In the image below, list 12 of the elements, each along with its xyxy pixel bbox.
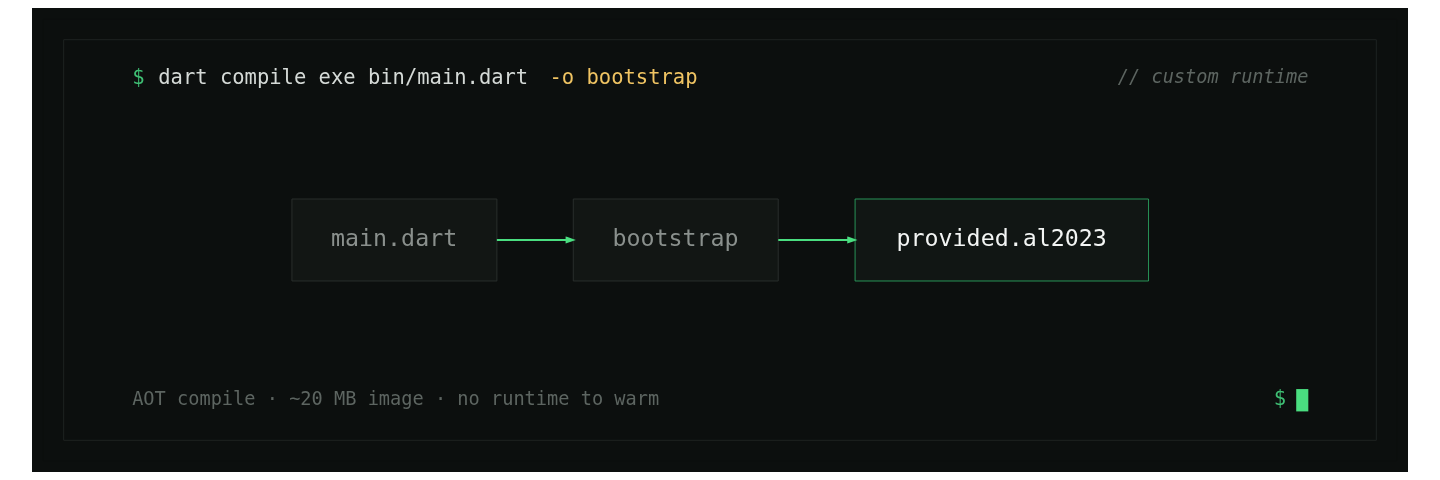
label: // custom runtime <box>1117 66 1309 88</box>
node-box: bootstrap <box>572 198 779 282</box>
label: AOT compile · ~20 MB image · no runtime to warm <box>132 387 660 409</box>
cluster <box>63 39 1377 441</box>
label: $ <box>1273 386 1287 411</box>
label: -o bootstrap <box>549 65 698 90</box>
label: $ <box>132 65 145 90</box>
node-box: provided.al2023 <box>854 198 1149 282</box>
arrow <box>495 236 576 244</box>
node-box: main.dart <box>291 198 498 282</box>
label: dart compile exe bin/main.dart <box>158 65 529 90</box>
arrow <box>777 236 858 244</box>
